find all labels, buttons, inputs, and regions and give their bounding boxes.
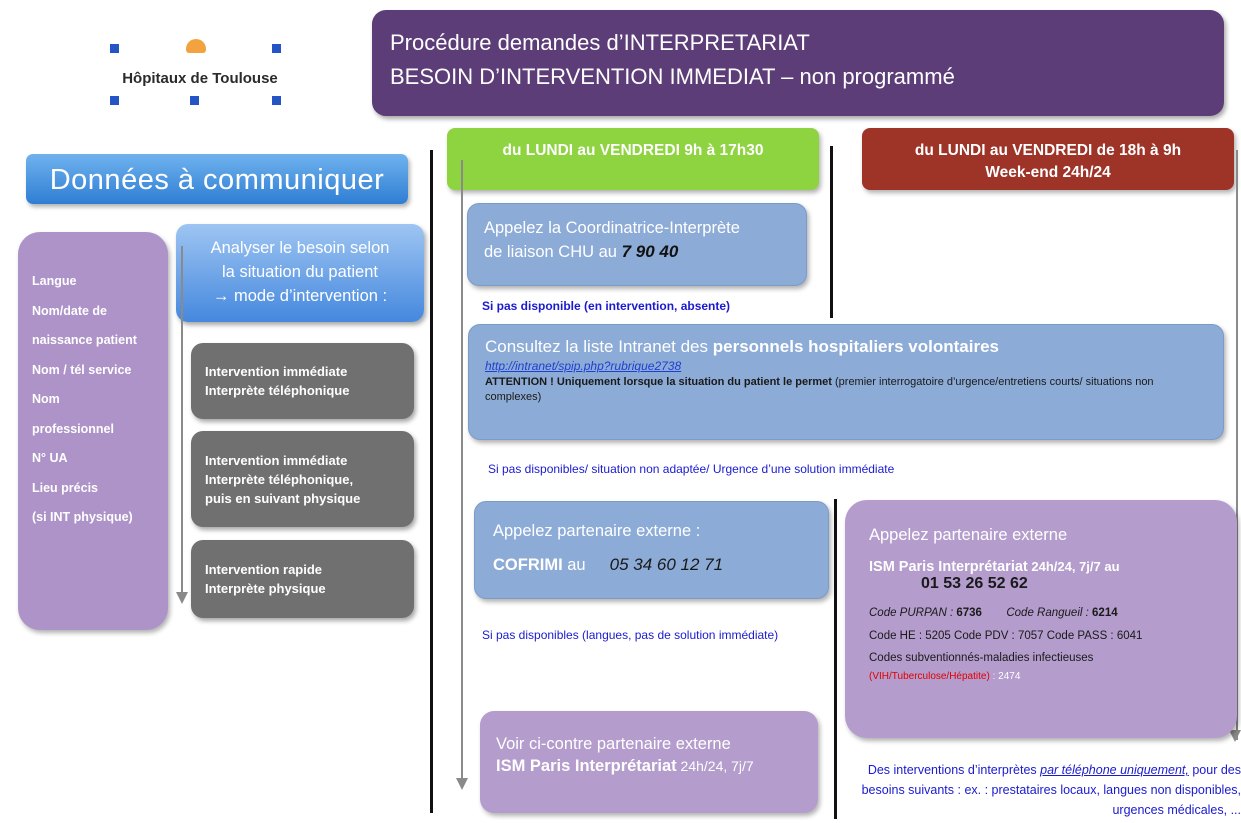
- coordinator-call-box: Appelez la Coordinatrice-Interprète de l…: [467, 203, 807, 286]
- hospital-logo: Hôpitaux de Toulouse: [100, 36, 300, 116]
- flow-arrow-line: [461, 160, 463, 780]
- analyse-line: Analyser le besoin selon: [210, 239, 390, 257]
- offhours-line: Week-end 24h/24: [985, 164, 1111, 181]
- ism-title: Appelez partenaire externe: [869, 526, 1068, 544]
- offhours-line: du LUNDI au VENDREDI de 18h à 9h: [914, 142, 1182, 159]
- mode-line: Intervention immédiate: [205, 452, 348, 468]
- page-subtitle: BESOIN D’INTERVENTION IMMEDIAT – non pro…: [390, 64, 955, 89]
- warning-text: ATTENTION ! Uniquement lorsque la situat…: [485, 376, 832, 388]
- mode-line: Intervention immédiate: [205, 364, 348, 379]
- consult-title: Consultez la liste Intranet des: [485, 337, 713, 356]
- ism-phone[interactable]: 01 53 26 52 62: [921, 575, 1028, 592]
- call-line: de liaison CHU au: [484, 243, 622, 261]
- analyse-line: la situation du patient: [222, 263, 378, 281]
- data-item: Nom/date de: [32, 303, 108, 318]
- data-items-box: Langue Nom/date de naissance patient Nom…: [18, 232, 168, 630]
- cofrimi-name: COFRIMI: [493, 556, 563, 574]
- mode-line: Interprète téléphonique: [205, 383, 350, 398]
- page-title: Procédure demandes d’INTERPRETARIAT: [390, 30, 810, 55]
- logo-square-icon: [110, 96, 119, 105]
- intranet-volunteers-box: Consultez la liste Intranet des personne…: [468, 324, 1224, 440]
- code-label: Code Rangueil :: [1006, 607, 1089, 619]
- ism-name: ISM Paris Interprétariat: [869, 559, 1028, 575]
- data-item: N° UA: [32, 451, 68, 465]
- data-item: (si INT physique): [32, 510, 133, 524]
- logo-square-icon: [272, 96, 281, 105]
- data-item: Nom: [32, 392, 60, 406]
- mode-line: Interprète téléphonique,: [205, 471, 354, 487]
- phone-only-note: Des interventions d’interprètes par télé…: [852, 760, 1241, 820]
- data-item: naissance patient: [32, 333, 137, 347]
- data-item: professionnel: [32, 421, 114, 436]
- ism-partner-box: Appelez partenaire externe ISM Paris Int…: [845, 500, 1237, 738]
- data-item: Langue: [32, 274, 77, 288]
- fallback-note-2: Si pas disponibles/ situation non adapté…: [488, 462, 895, 476]
- arrow-down-icon: [1229, 730, 1241, 742]
- mode-line: puis en suivant physique: [205, 490, 361, 506]
- analyse-need-box: Analyser le besoin selon la situation du…: [176, 224, 424, 322]
- arrow-down-icon: [176, 592, 188, 604]
- cofrimi-phone[interactable]: 05 34 60 12 71: [609, 555, 724, 574]
- mode-line: Intervention rapide: [205, 562, 323, 577]
- data-item: Nom / tél service: [32, 362, 132, 377]
- separator-line: [834, 499, 837, 819]
- codes-line: Code HE : 5205 Code PDV : 7057 Code PASS…: [869, 630, 1143, 642]
- flow-arrow-line: [181, 246, 183, 594]
- warning-detail: (premier interrogatoire d’urgence/entret…: [485, 376, 1154, 403]
- intranet-link[interactable]: http://intranet/spip.php?rubrique2738: [485, 359, 682, 373]
- ism-hours: 24h/24, 7j/7: [676, 758, 754, 774]
- logo-square-icon: [110, 44, 119, 53]
- ism-hours: 24h/24, 7j/7 au: [1027, 559, 1120, 574]
- offhours-header: du LUNDI au VENDREDI de 18h à 9h Week-en…: [862, 128, 1234, 190]
- voir-line: Voir ci-contre partenaire externe: [496, 735, 731, 753]
- separator-line: [830, 146, 833, 318]
- weekday-hours-header: du LUNDI au VENDREDI 9h à 17h30: [447, 128, 819, 190]
- page-title-banner: Procédure demandes d’INTERPRETARIAT BESO…: [372, 10, 1224, 116]
- cofrimi-title: Appelez partenaire externe :: [493, 522, 701, 540]
- cofrimi-box: Appelez partenaire externe : COFRIMI au 0…: [474, 501, 829, 599]
- fallback-note-3: Si pas disponibles (langues, pas de solu…: [482, 628, 779, 642]
- consult-title-bold: personnels hospitaliers volontaires: [712, 337, 999, 356]
- shell-icon: [186, 39, 206, 53]
- subsidized-codes: Codes subventionnés-maladies infectieuse…: [869, 652, 1094, 664]
- call-line: Appelez la Coordinatrice-Interprète: [484, 219, 740, 237]
- code-value: 6214: [1088, 607, 1118, 619]
- fallback-note-1: Si pas disponible (en intervention, abse…: [482, 299, 731, 313]
- mode-box-phone-then-physical: Intervention immédiate Interprète téléph…: [191, 431, 414, 527]
- coordinator-phone[interactable]: 7 90 40: [621, 242, 679, 261]
- ism-name: ISM Paris Interprétariat: [496, 757, 677, 775]
- data-to-communicate-title: Données à communiquer: [26, 154, 408, 204]
- logo-text: Hôpitaux de Toulouse: [122, 70, 278, 87]
- analyse-line: → mode d’intervention :: [212, 287, 388, 305]
- logo-square-icon: [190, 96, 199, 105]
- mode-box-phone: Intervention immédiate Interprète téléph…: [191, 343, 414, 419]
- code-value: 6736: [953, 607, 982, 619]
- note-emphasis: par téléphone uniquement,: [1040, 763, 1189, 777]
- note-text: pour des besoins suivants : ex. : presta…: [861, 763, 1241, 817]
- arrow-down-icon: [456, 778, 468, 790]
- see-ism-box: Voir ci-contre partenaire externe ISM Pa…: [480, 711, 818, 813]
- mode-line: Interprète physique: [205, 581, 326, 596]
- code-label: Code PURPAN :: [869, 607, 954, 619]
- flow-arrow-line: [1236, 150, 1238, 740]
- logo-square-icon: [272, 44, 281, 53]
- subsidized-code: : 2474: [989, 671, 1021, 682]
- mode-box-physical: Intervention rapide Interprète physique: [191, 540, 414, 618]
- cofrimi-au: au: [562, 556, 586, 574]
- subsidized-diseases: (VIH/Tuberculose/Hépatite): [869, 671, 990, 682]
- separator-line: [430, 150, 433, 813]
- note-text: Des interventions d’interprètes: [867, 763, 1041, 777]
- data-item: Lieu précis: [32, 480, 98, 495]
